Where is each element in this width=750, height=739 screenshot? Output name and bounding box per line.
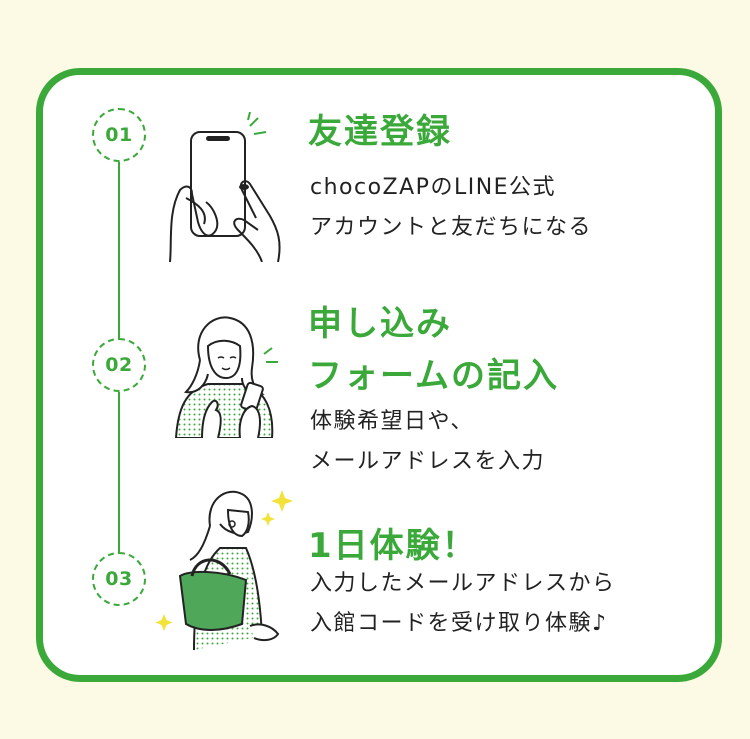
timeline-line [118, 392, 120, 552]
step-description: 入力したメールアドレスから 入館コードを受け取り体験♪ [310, 564, 616, 644]
step-description: chocoZAPのLINE公式 アカウントと友だちになる [310, 168, 592, 248]
step-number: 01 [105, 124, 133, 146]
step-title: 申し込み フォームの記入 [308, 298, 559, 402]
step-title: 友達登録 [308, 106, 452, 158]
step-number: 03 [105, 568, 133, 590]
step-description-line: 体験希望日や、 [310, 409, 474, 434]
woman-with-phone-icon [172, 312, 282, 439]
step-description-line: アカウントと友だちになる [310, 215, 593, 240]
timeline-line [118, 160, 120, 340]
step-title-line: 申し込み [308, 304, 452, 344]
smartphone-hands-icon [158, 111, 298, 263]
step-description-line: 入館コードを受け取り体験♪ [310, 611, 608, 636]
step-number-badge: 03 [92, 552, 146, 606]
step-number: 02 [105, 354, 133, 376]
step-number-badge: 01 [92, 108, 146, 162]
step-title-line: 友達登録 [308, 112, 452, 152]
woman-with-bag-icon [150, 486, 300, 651]
step-title-line: 1日体験！ [308, 526, 478, 566]
step-description-line: chocoZAPのLINE公式 [310, 175, 557, 200]
step-number-badge: 02 [92, 338, 146, 392]
step-title-line: フォームの記入 [308, 356, 559, 396]
steps-card [36, 68, 722, 682]
step-description-line: 入力したメールアドレスから [310, 571, 616, 596]
step-description-line: メールアドレスを入力 [310, 449, 546, 474]
step-description: 体験希望日や、 メールアドレスを入力 [310, 402, 545, 482]
step-title: 1日体験！ [308, 520, 478, 572]
